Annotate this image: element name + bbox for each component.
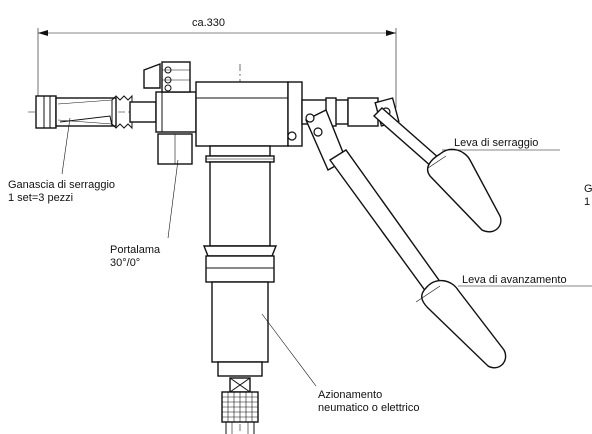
clamping-jaw	[35, 91, 197, 133]
main-body	[195, 81, 303, 147]
clamping-jaw-label: Ganascia di serraggio	[8, 179, 115, 191]
clamping-jaw-sublabel: 1 set=3 pezzi	[8, 192, 73, 204]
leader-lines	[61, 117, 592, 387]
tool-holder-label: Portalama	[110, 244, 161, 256]
drive-label: Azionamento	[318, 389, 382, 401]
feed-lever	[305, 109, 507, 369]
dimension-text: ca.330	[192, 17, 225, 29]
tool-holder	[143, 61, 193, 165]
drive-column	[202, 145, 278, 434]
cut-sublabel-right: 1	[584, 196, 590, 208]
tool-holder-sublabel: 30°/0°	[110, 257, 140, 269]
cut-label-right: G	[584, 183, 592, 195]
overall-dimension: ca.330	[37, 17, 397, 108]
drive-sublabel: neumatico o elettrico	[318, 402, 420, 414]
feed-lever-label: Leva di avanzamento	[462, 274, 567, 286]
clamping-lever-label: Leva di serraggio	[454, 137, 538, 149]
clamping-lever	[372, 107, 502, 233]
